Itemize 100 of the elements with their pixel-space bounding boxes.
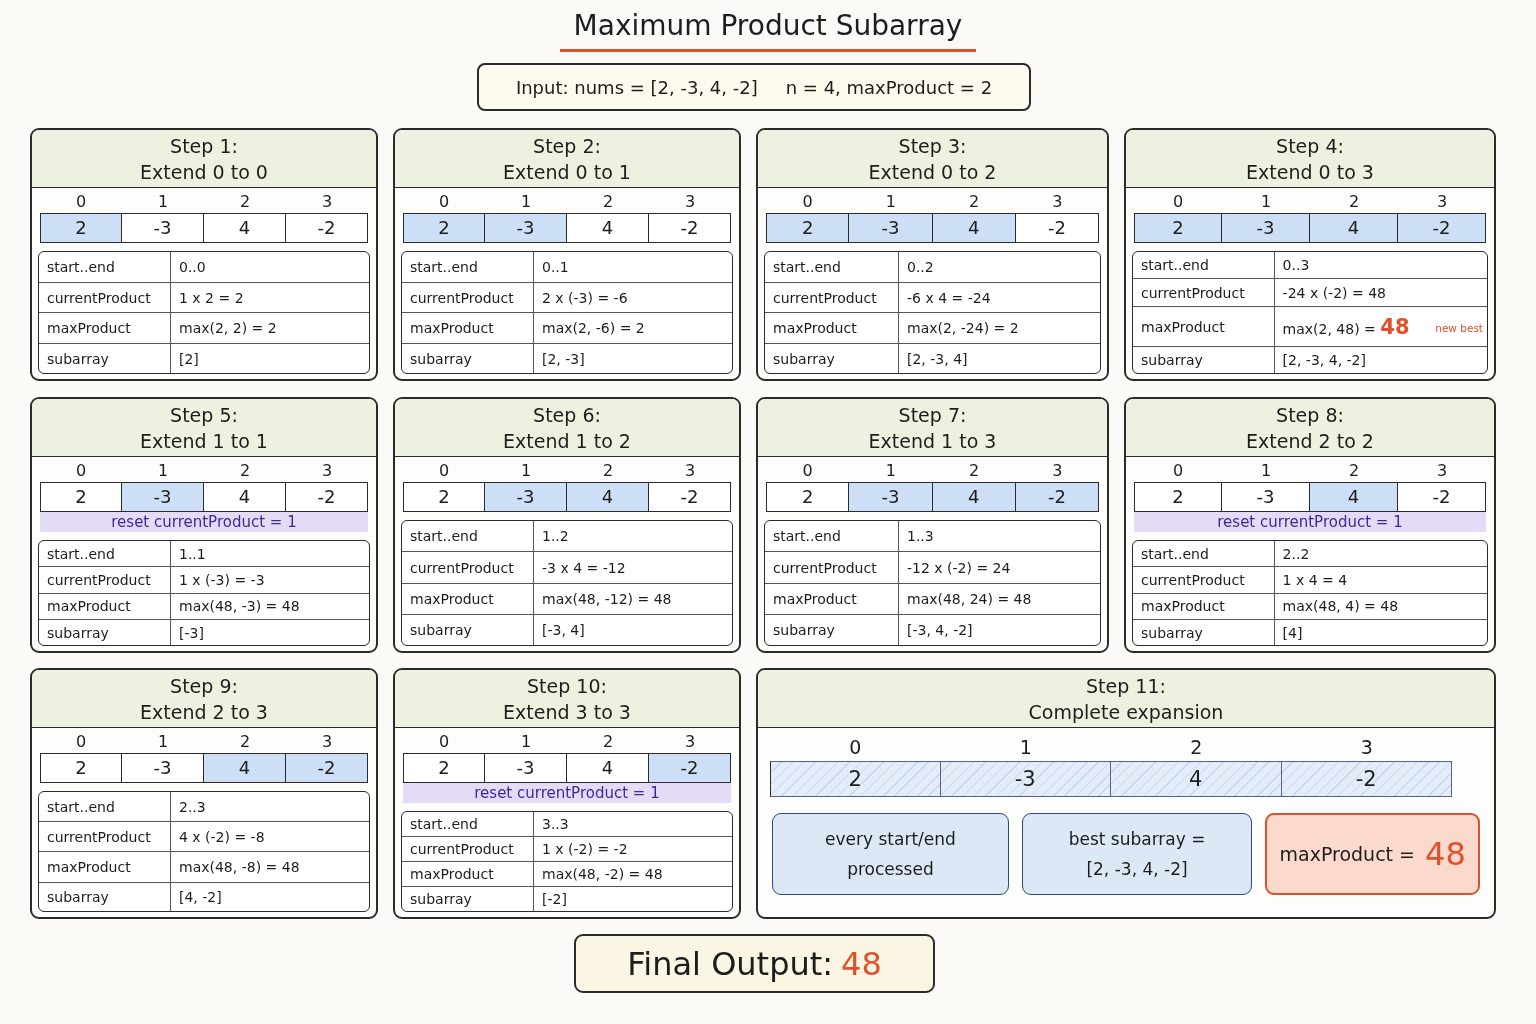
row-value: [2, -3, 4] <box>907 350 968 367</box>
step-number: Step 10: <box>527 673 607 699</box>
index-label: 1 <box>885 460 896 482</box>
index-label: 2 <box>239 731 251 753</box>
array-element: -2 <box>1398 213 1486 243</box>
row-value: max(48, -3) = 48 <box>179 598 300 615</box>
array-element: -2 <box>1281 761 1452 797</box>
row-label: maxProduct <box>1141 598 1225 615</box>
step-table <box>764 520 1101 646</box>
row-value: [2, -3, 4, -2] <box>1282 352 1366 369</box>
row-value: max(48, -12) = 48 <box>542 591 672 608</box>
index-label: 3 <box>321 731 333 753</box>
step-table <box>401 811 733 912</box>
step-number: Step 7: <box>898 402 967 428</box>
step-heading: Extend 0 to 3 <box>1246 159 1374 185</box>
index-label: 2 <box>602 731 614 753</box>
title: Maximum Product Subarray <box>559 8 977 52</box>
array-element: -3 <box>122 213 204 243</box>
index-label: 1 <box>1260 191 1272 213</box>
index-label: 1 <box>520 731 532 753</box>
row-value: max(48, 4) = 48 <box>1282 598 1399 615</box>
index-label: 0 <box>1172 460 1184 482</box>
array-element: 2 <box>766 482 850 512</box>
row-label: maxProduct <box>47 598 131 615</box>
array-element: 2 <box>1134 482 1222 512</box>
array-element: 2 <box>1134 213 1222 243</box>
row-label: maxProduct <box>773 591 857 608</box>
row-value: [2] <box>179 350 199 367</box>
row-label: maxProduct <box>773 320 857 337</box>
row-label: maxProduct <box>47 858 131 875</box>
index-label: 1 <box>1019 735 1032 760</box>
step-number: Step 2: <box>533 133 601 159</box>
step-heading: Extend 1 to 2 <box>503 428 631 454</box>
array-element: 2 <box>403 753 485 783</box>
row-label: maxProduct <box>410 591 494 608</box>
step-panel <box>756 668 1496 919</box>
index-label: 2 <box>1348 191 1360 213</box>
row-value: [4] <box>1282 624 1303 641</box>
array-element: -2 <box>286 753 368 783</box>
step-table <box>38 791 370 912</box>
row-value: -24 x (-2) = 48 <box>1282 284 1386 301</box>
summary-card: best subarray = [2, -3, 4, -2] <box>1021 813 1253 895</box>
index-label: 3 <box>1436 460 1448 482</box>
step-heading: Extend 2 to 2 <box>1246 428 1374 454</box>
row-label: maxProduct <box>47 320 131 337</box>
step-panel <box>756 397 1109 653</box>
row-value: [-2] <box>542 891 567 908</box>
row-label: start..end <box>47 258 115 275</box>
row-label: currentProduct <box>410 559 514 576</box>
array-element: 4 <box>567 482 649 512</box>
row-value: max(2, -6) = 2 <box>542 320 645 337</box>
step-heading: Extend 1 to 1 <box>140 428 268 454</box>
index-label: 2 <box>969 460 980 482</box>
row-label: start..end <box>1141 257 1209 274</box>
index-label: 0 <box>802 191 813 213</box>
row-label: start..end <box>773 258 841 275</box>
index-label: 3 <box>1052 191 1063 213</box>
row-label: currentProduct <box>47 828 151 845</box>
step-number: Step 11: <box>1086 673 1166 699</box>
row-value: 0..2 <box>907 258 934 275</box>
array-element: -2 <box>286 482 368 512</box>
index-label: 3 <box>321 191 333 213</box>
step-heading: Extend 1 to 3 <box>868 428 997 454</box>
output-box: Final Output: 48 <box>574 934 935 993</box>
array-element: -2 <box>649 213 731 243</box>
array-element: 2 <box>40 482 122 512</box>
row-value: 3..3 <box>542 816 569 833</box>
result-card: maxProduct = 48 <box>1265 813 1480 895</box>
row-label: currentProduct <box>773 289 877 306</box>
row-value: -3 x 4 = -12 <box>542 559 626 576</box>
step-number: Step 9: <box>170 673 238 699</box>
array-element: 2 <box>770 761 941 797</box>
row-label: subarray <box>410 622 472 639</box>
index-label: 2 <box>239 460 251 482</box>
index-label: 0 <box>438 460 450 482</box>
index-label: 2 <box>1348 460 1360 482</box>
row-value: 4 x (-2) = -8 <box>179 828 265 845</box>
array-element: -2 <box>649 753 731 783</box>
input-text: Input: nums = [2, -3, 4, -2] <box>515 76 758 98</box>
step-number: Step 5: <box>170 402 238 428</box>
array-element: 4 <box>1111 761 1282 797</box>
row-value: -12 x (-2) = 24 <box>907 559 1011 576</box>
row-label: currentProduct <box>410 289 514 306</box>
row-label: start..end <box>47 545 115 562</box>
step-panel <box>30 668 378 919</box>
index-label: 3 <box>684 731 696 753</box>
array-element: 2 <box>40 753 122 783</box>
array-element: -3 <box>940 761 1111 797</box>
array-element: -3 <box>1222 213 1310 243</box>
row-label: currentProduct <box>410 841 514 858</box>
row-label: currentProduct <box>773 559 877 576</box>
index-label: 3 <box>1052 460 1063 482</box>
row-label: subarray <box>1141 624 1203 641</box>
row-label: subarray <box>410 891 472 908</box>
row-value: max(48, 24) = 48 <box>907 591 1032 608</box>
index-label: 0 <box>75 731 87 753</box>
row-value: 0..3 <box>1282 257 1310 274</box>
step-panel <box>393 128 741 381</box>
row-value: 1 x (-3) = -3 <box>179 572 265 589</box>
row-value: max(48, -2) = 48 <box>542 866 663 883</box>
